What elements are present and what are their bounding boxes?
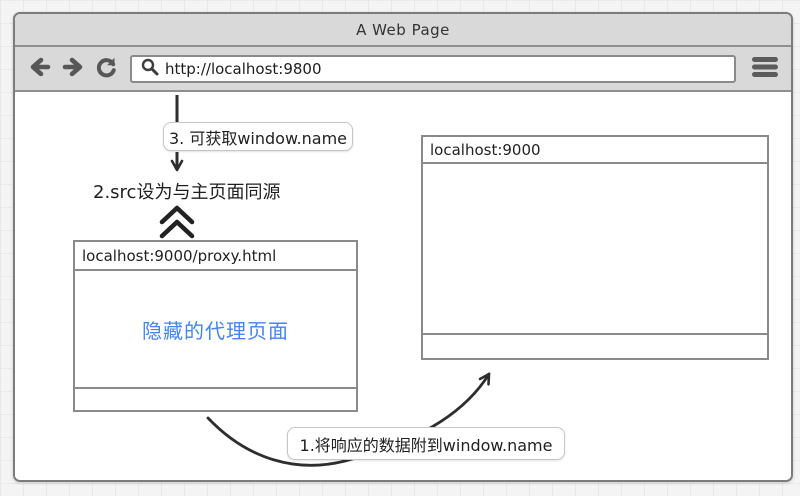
step2-label: 2.src设为与主页面同源 bbox=[93, 182, 281, 203]
proxy-frame-footer bbox=[75, 387, 356, 410]
back-button[interactable] bbox=[27, 56, 53, 82]
main-frame-address: localhost:9000 bbox=[423, 137, 767, 164]
curved-arrow bbox=[206, 372, 491, 467]
toolbar bbox=[15, 47, 791, 92]
proxy-frame-address-text: localhost:9000/proxy.html bbox=[82, 246, 277, 265]
reload-icon bbox=[94, 55, 118, 82]
back-icon bbox=[28, 55, 52, 82]
proxy-frame-address: localhost:9000/proxy.html bbox=[75, 242, 356, 271]
step3-label: 3. 可获取window.name bbox=[163, 122, 353, 151]
chevron-up-icon bbox=[159, 205, 195, 225]
chevron-up-icon bbox=[159, 219, 195, 239]
forward-icon bbox=[61, 55, 85, 82]
proxy-frame-body: 隐藏的代理页面 bbox=[75, 271, 356, 387]
main-frame: localhost:9000 bbox=[421, 135, 769, 360]
url-input[interactable] bbox=[165, 59, 726, 78]
main-frame-body bbox=[423, 164, 767, 333]
diagram-arrows bbox=[159, 95, 491, 467]
menu-button[interactable] bbox=[749, 54, 781, 84]
proxy-frame: localhost:9000/proxy.html 隐藏的代理页面 bbox=[73, 240, 358, 412]
forward-button[interactable] bbox=[60, 56, 86, 82]
url-bar bbox=[130, 54, 736, 83]
search-icon bbox=[140, 57, 160, 81]
main-frame-footer bbox=[423, 333, 767, 358]
main-frame-address-text: localhost:9000 bbox=[430, 140, 541, 159]
window-title: A Web Page bbox=[356, 20, 450, 39]
hamburger-icon bbox=[751, 55, 779, 82]
titlebar: A Web Page bbox=[15, 14, 791, 47]
proxy-frame-note: 隐藏的代理页面 bbox=[142, 318, 289, 343]
browser-window: A Web Page bbox=[13, 12, 793, 482]
reload-button[interactable] bbox=[93, 56, 119, 82]
step1-label: 1.将响应的数据附到window.name bbox=[287, 427, 565, 460]
page-content: localhost:9000/proxy.html 隐藏的代理页面 localh… bbox=[15, 92, 791, 480]
